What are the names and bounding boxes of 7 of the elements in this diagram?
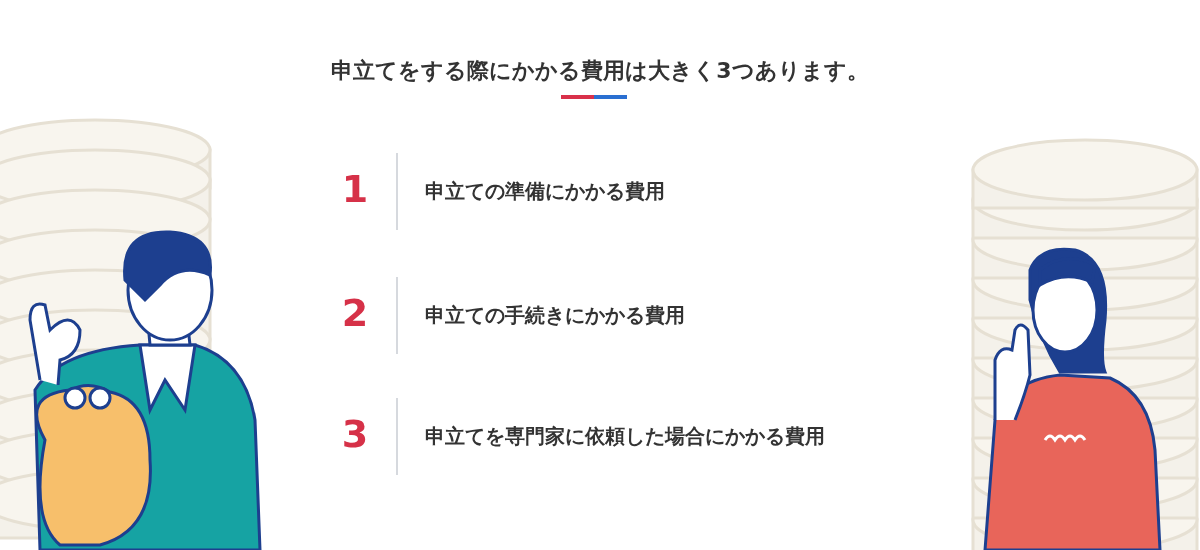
item-number: 3 — [340, 412, 370, 456]
item-number: 1 — [340, 167, 370, 211]
item-number: 2 — [340, 291, 370, 335]
item-text: 申立ての準備にかかる費用 — [425, 178, 666, 205]
item-text: 申立ての手続きにかかる費用 — [425, 302, 686, 329]
item-text: 申立てを専門家に依頼した場合にかかる費用 — [425, 423, 826, 450]
heading: 申立てをする際にかかる費用は大きく3つあります。 — [330, 57, 870, 85]
